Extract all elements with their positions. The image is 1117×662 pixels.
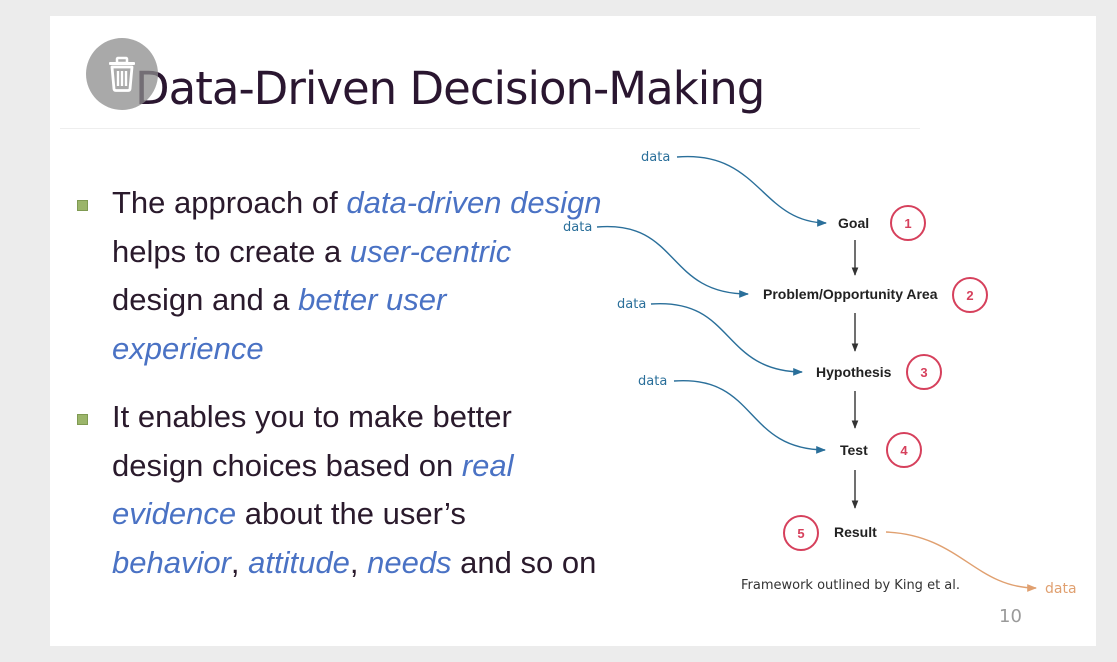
bullet-emphasis: real evidence — [112, 447, 514, 532]
bullet-text: , — [230, 544, 249, 580]
step-number-4: 4 — [900, 443, 908, 458]
page-number: 10 — [999, 606, 1022, 627]
step-label-problem: Problem/Opportunity Area — [763, 286, 938, 302]
step-number-circle-2 — [952, 277, 988, 313]
step-label-test: Test — [840, 442, 868, 458]
bullet-marker — [77, 414, 88, 425]
step-number-circle-1 — [890, 205, 926, 241]
bullet-emphasis: behavior — [112, 544, 231, 580]
slide-title: Data-Driven Decision-Making — [135, 62, 765, 115]
bullet-emphasis: better user experience — [112, 282, 447, 366]
bullet-point-2: It enables you to make better design cho… — [112, 393, 602, 587]
bullet-text: , — [349, 544, 368, 580]
data-input-label-4: data — [638, 374, 667, 389]
delete-button[interactable] — [86, 38, 158, 110]
data-input-label-2: data — [563, 220, 592, 235]
bullet-text: helps to create a — [112, 233, 350, 269]
data-input-arrow-1 — [676, 155, 827, 227]
data-input-arrow-4 — [673, 380, 826, 454]
data-input-label-3: data — [617, 297, 646, 312]
bullet-emphasis: user-centric — [349, 233, 512, 269]
slide — [50, 16, 1096, 646]
bullet-emphasis: attitude — [248, 544, 350, 580]
trash-icon — [109, 56, 135, 92]
step-label-goal: Goal — [838, 215, 869, 231]
step-label-result: Result — [834, 524, 877, 540]
bullet-marker — [77, 200, 88, 211]
title-divider — [60, 128, 920, 129]
data-output-arrow — [885, 531, 1037, 592]
step-number-circle-4 — [886, 432, 922, 468]
step-number-2: 2 — [966, 288, 973, 303]
bullet-text: about the user’s — [236, 496, 466, 531]
data-output-label: data — [1045, 581, 1077, 597]
step-number-circle-3 — [906, 354, 942, 390]
bullet-text: It enables you to make better design cho… — [112, 399, 512, 483]
step-number-5: 5 — [797, 526, 804, 541]
data-input-label-1: data — [641, 150, 670, 165]
step-number-1: 1 — [904, 216, 911, 231]
bullet-text: The approach of — [112, 185, 347, 220]
data-input-arrow-3 — [650, 303, 803, 376]
data-input-arrow-2 — [596, 225, 749, 298]
bullet-text: design and a — [112, 282, 299, 317]
diagram-caption: Framework outlined by King et al. — [741, 578, 961, 593]
step-number-3: 3 — [920, 365, 927, 380]
bullet-emphasis: needs — [367, 544, 452, 580]
step-number-circle-5 — [783, 515, 819, 551]
bullet-text: and so on — [451, 544, 597, 580]
step-label-hypothesis: Hypothesis — [816, 364, 892, 380]
bullet-emphasis: data-driven design — [346, 185, 602, 220]
bullet-point-1: The approach of data-driven design helps… — [112, 179, 602, 373]
